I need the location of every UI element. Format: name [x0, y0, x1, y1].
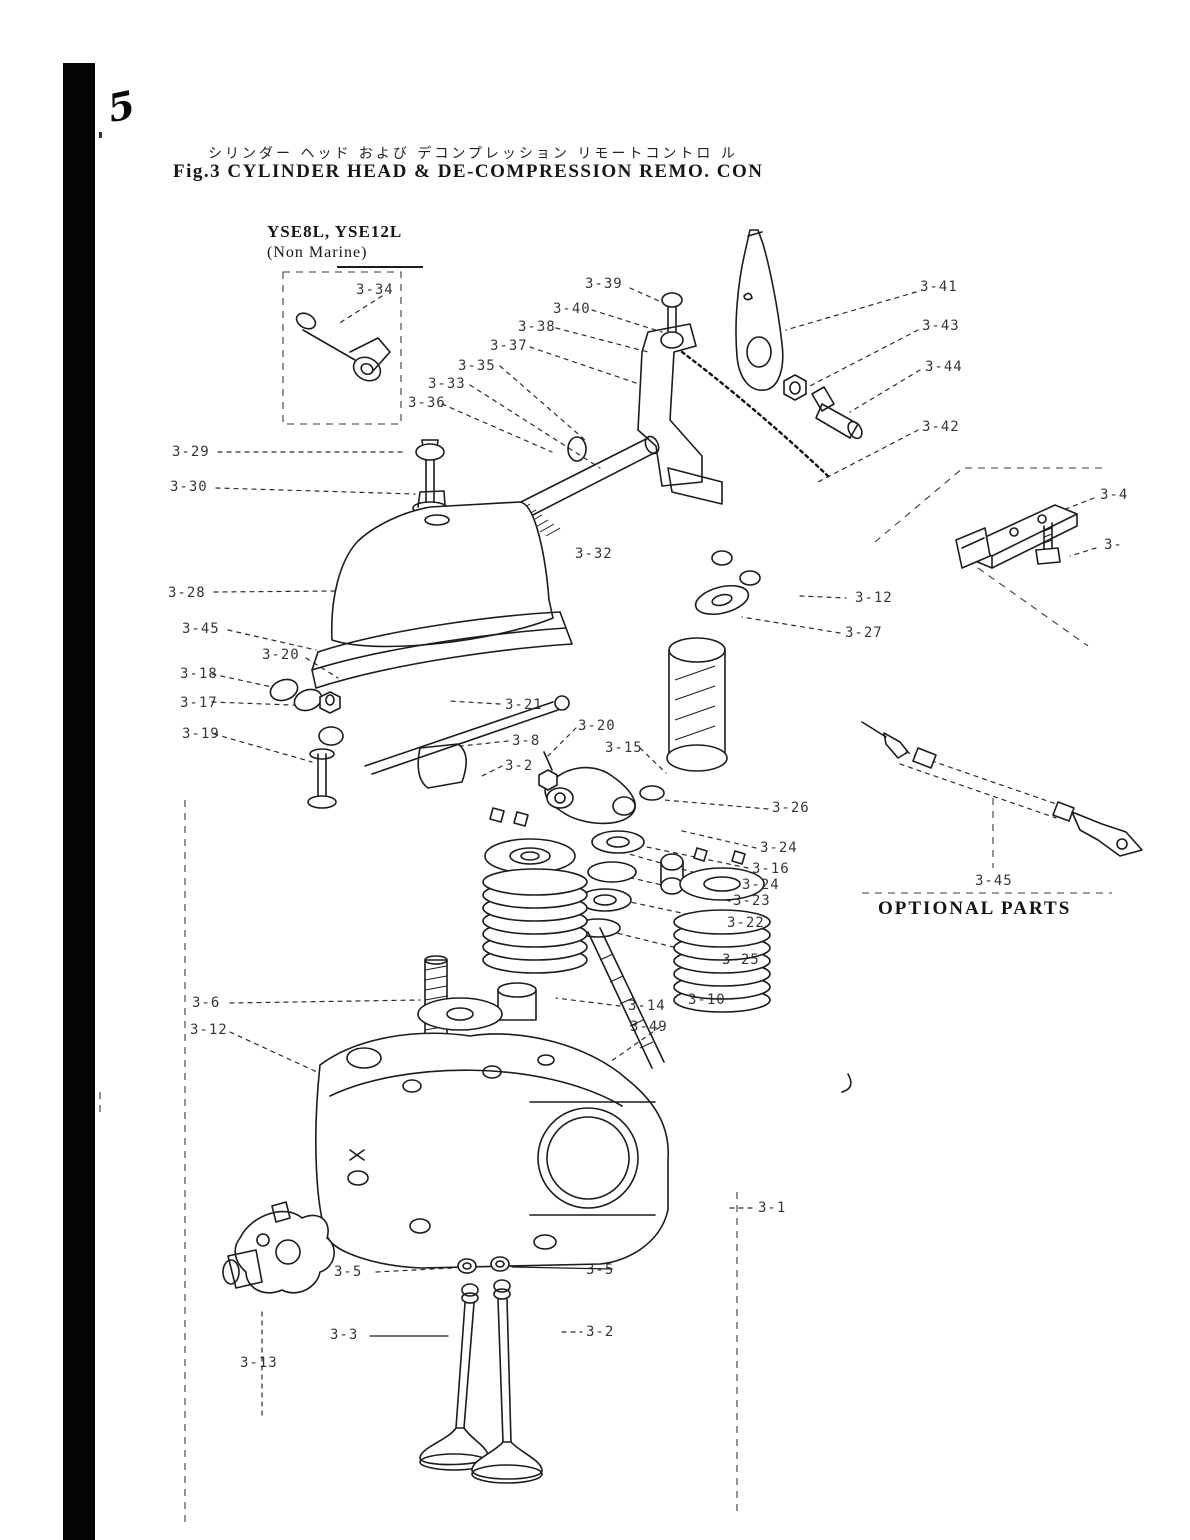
- part-label: 3-6: [192, 995, 221, 1011]
- part-label: 3-24: [742, 877, 780, 893]
- part-label: 3-21: [505, 697, 543, 713]
- binding-edge-bar: [63, 63, 95, 1540]
- part-label: 3-16: [752, 861, 790, 877]
- decomp-lever-drawing: [637, 292, 832, 505]
- rocker-assembly-drawing: [269, 678, 684, 895]
- part-label: 3-34: [356, 282, 394, 298]
- part-label: 3-17: [180, 695, 218, 711]
- part-label: 3-3: [330, 1327, 359, 1343]
- bonnet-drawing: [311, 439, 573, 689]
- model-note-models: YSE8L, YSE12L: [267, 222, 403, 241]
- region-boundaries: [99, 467, 1112, 1525]
- part-label: 3-5: [586, 1262, 615, 1278]
- part-label: 3-49: [630, 1019, 668, 1035]
- model-note-variant: (Non Marine): [267, 244, 368, 261]
- part-label: 3-5: [334, 1264, 363, 1280]
- part-label: 3-29: [172, 444, 210, 460]
- decomp-body-drawing: [639, 550, 761, 801]
- part-label: 3-2: [505, 758, 534, 774]
- part-label: 3-15: [605, 740, 643, 756]
- control-cable-drawing: [861, 721, 1143, 857]
- part-label: 3-18: [180, 666, 218, 682]
- part-label: 3-42: [922, 419, 960, 435]
- right-fasteners-drawing: [783, 374, 863, 440]
- part-label: 3-37: [490, 338, 528, 354]
- part-label: 3-25: [722, 952, 760, 968]
- valves-drawing: [419, 1256, 543, 1484]
- optional-bracket-drawing: [955, 504, 1078, 569]
- part-label: 3-39: [585, 276, 623, 292]
- figure-title: Fig.3 CYLINDER HEAD & DE-COMPRESSION REM…: [173, 161, 764, 182]
- part-label: 3-24: [760, 840, 798, 856]
- binding-tick: [99, 132, 102, 138]
- remote-handle-drawing: [735, 229, 784, 391]
- part-label: 3-2: [586, 1324, 615, 1340]
- part-label: 3-45: [182, 621, 220, 637]
- part-label: 3-38: [518, 319, 556, 335]
- model-note-underline: [337, 266, 423, 268]
- part-label: 3-27: [845, 625, 883, 641]
- part-label: 3-22: [727, 915, 765, 931]
- part-label: 3-4: [1100, 487, 1129, 503]
- part-label: 3-43: [922, 318, 960, 334]
- part-label: 3-28: [168, 585, 206, 601]
- part-label: 3-1: [758, 1200, 787, 1216]
- part-label: 3-8: [512, 733, 541, 749]
- part-label: 3-41: [920, 279, 958, 295]
- figure-title-japanese: シリンダー ヘッド および デコンプレッション リモートコントロ ル: [208, 146, 738, 162]
- part-label: 3-32: [575, 546, 613, 562]
- part-label: 3-44: [925, 359, 963, 375]
- part-label: 3-45: [975, 873, 1013, 889]
- inset-lever-box: [282, 271, 402, 425]
- model-note: YSE8L, YSE12L (Non Marine): [267, 222, 402, 262]
- water-fitting-drawing: [222, 1201, 335, 1294]
- part-label: 3-36: [408, 395, 446, 411]
- part-label: 3-: [1104, 537, 1123, 553]
- part-label: 3-33: [428, 376, 466, 392]
- part-label: 3-14: [628, 998, 666, 1014]
- part-label: 3-40: [553, 301, 591, 317]
- washer-stack-drawing: [575, 830, 665, 1069]
- part-label: 3-10: [688, 992, 726, 1008]
- part-label: 3-20: [578, 718, 616, 734]
- part-label: 3-19: [182, 726, 220, 742]
- part-label: 3-12: [855, 590, 893, 606]
- part-label: 3-30: [170, 479, 208, 495]
- part-label: 3-35: [458, 358, 496, 374]
- part-label: 3-26: [772, 800, 810, 816]
- optional-parts-caption: OPTIONAL PARTS: [878, 898, 1072, 919]
- cylinder-head-drawing: [315, 997, 852, 1269]
- part-label: 3-12: [190, 1022, 228, 1038]
- part-label: 3-23: [733, 893, 771, 909]
- part-label: 3-20: [262, 647, 300, 663]
- valve-springs-drawing: [482, 838, 771, 1021]
- part-label: 3-13: [240, 1355, 278, 1371]
